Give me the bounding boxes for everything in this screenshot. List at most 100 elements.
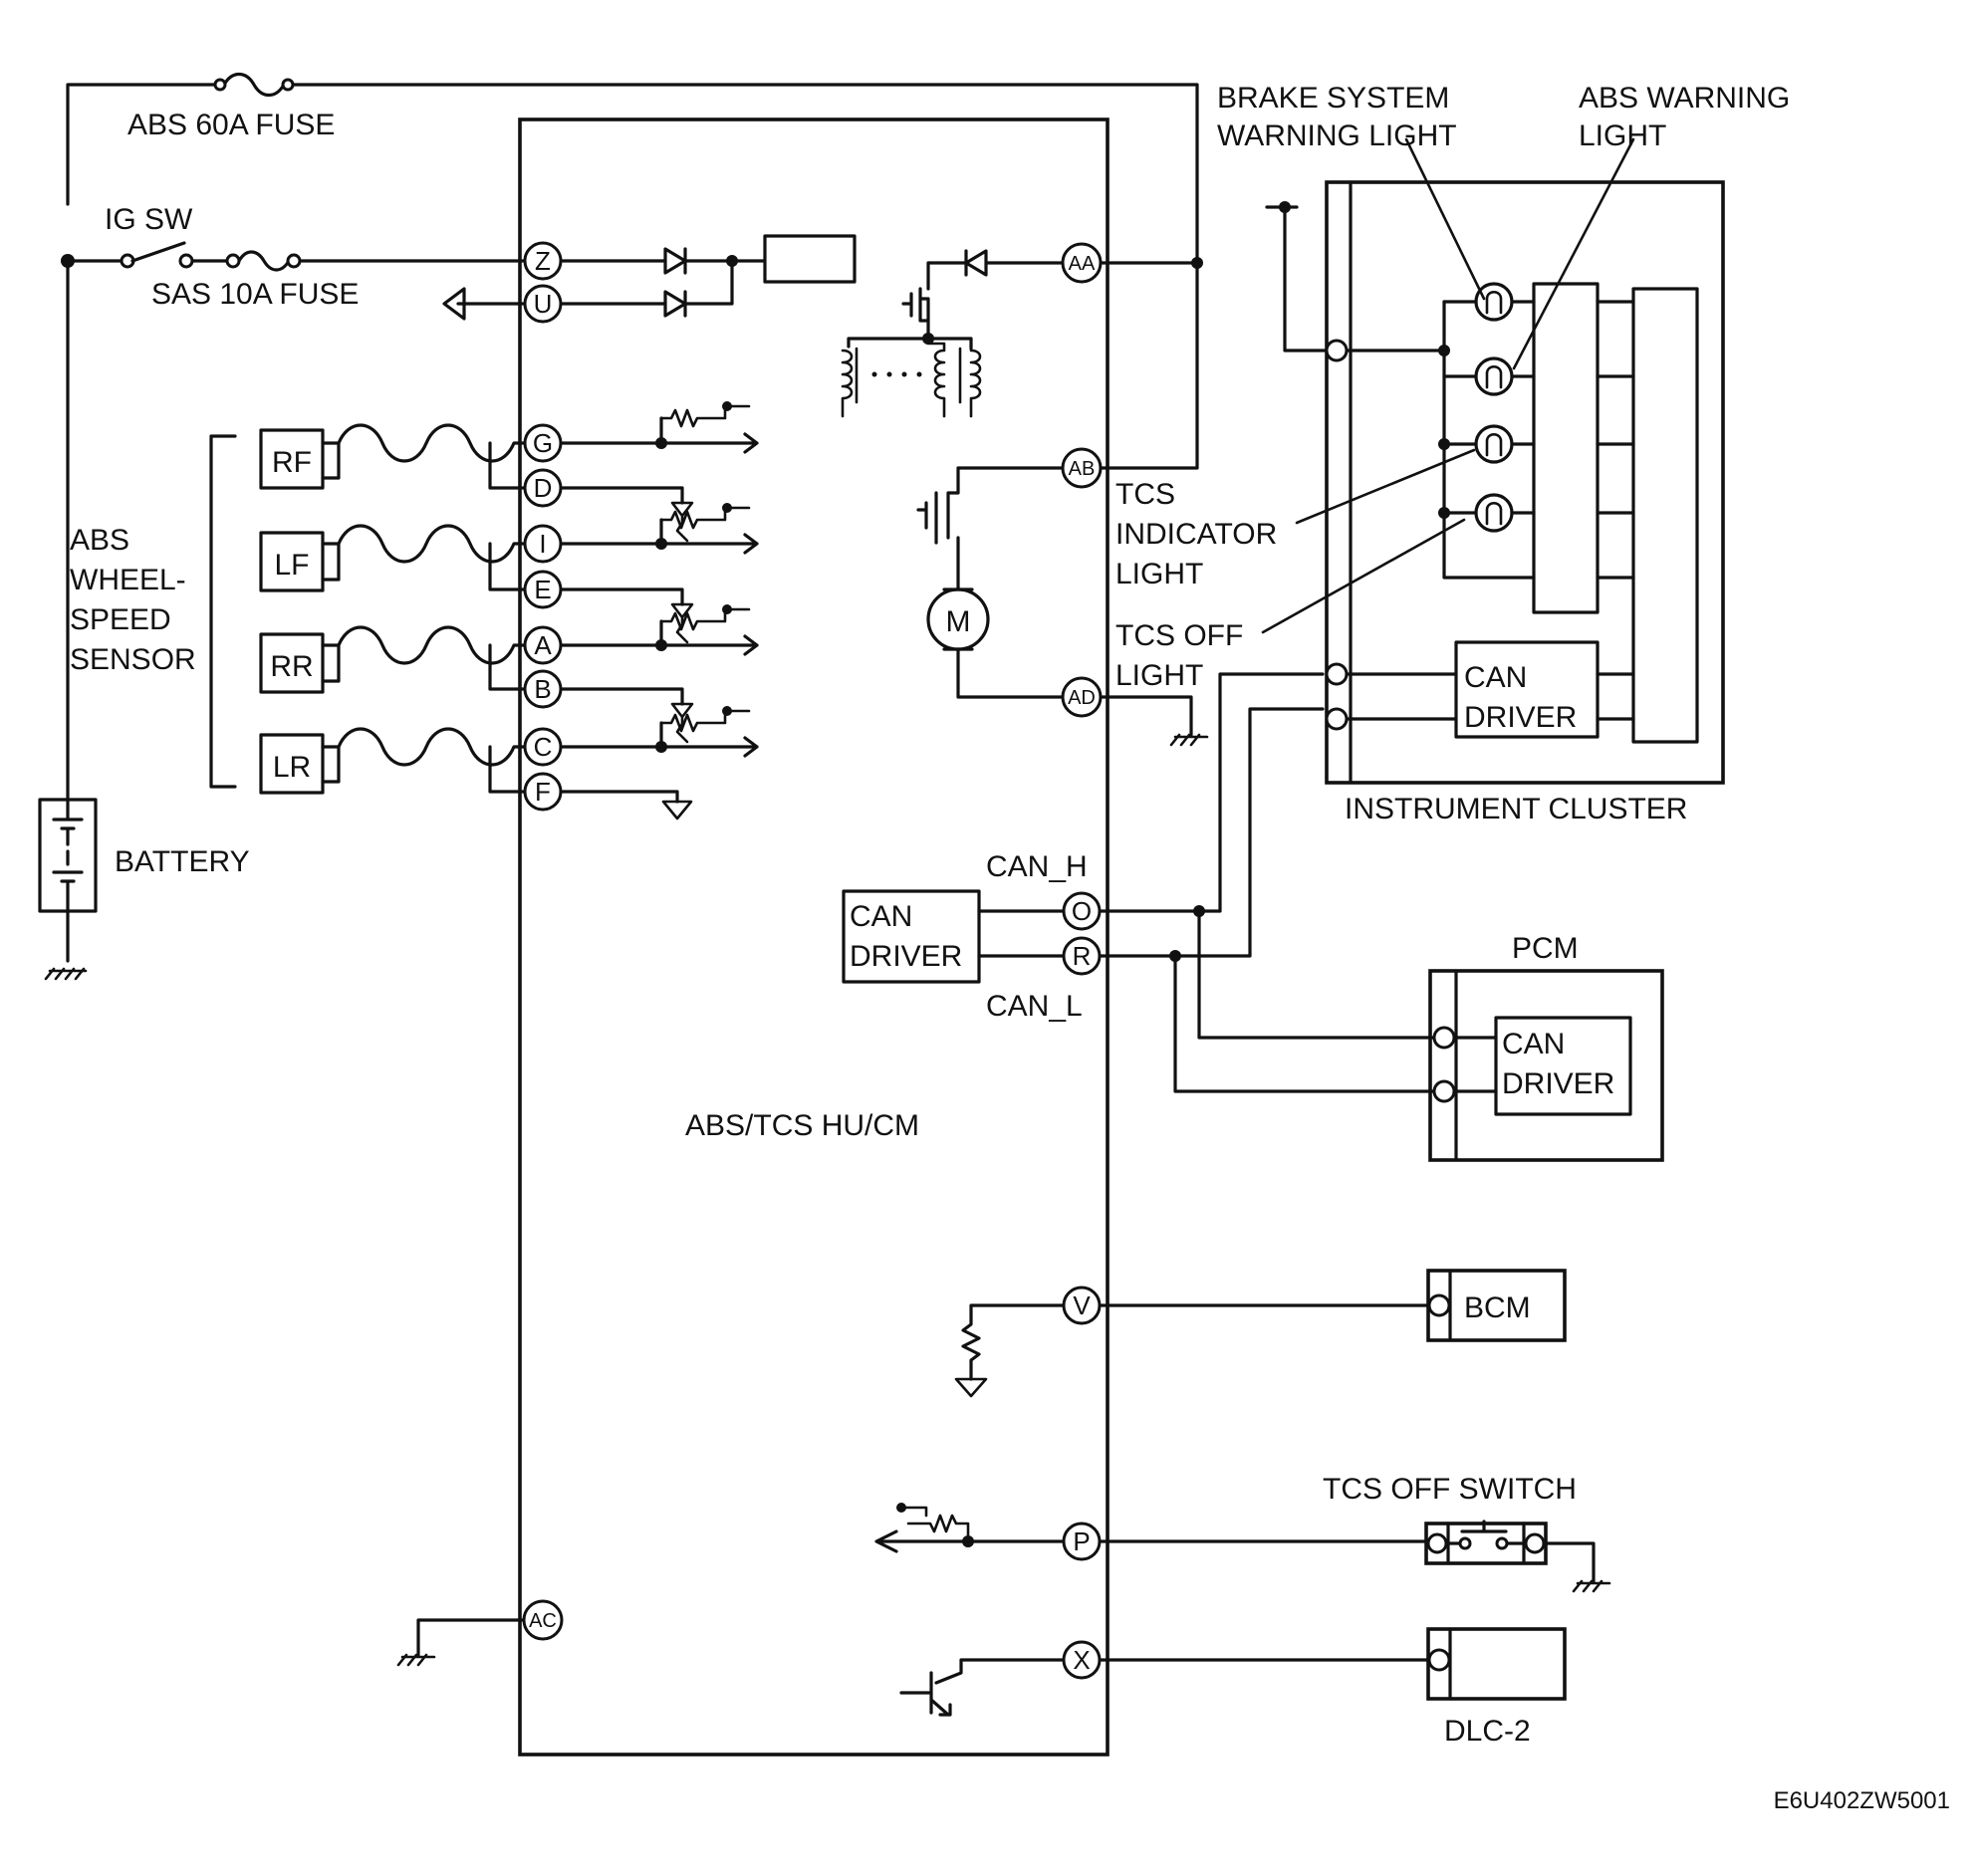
module-left-pin-circuits — [396, 1303, 1066, 1717]
abs-60a-fuse-symbol — [222, 72, 286, 98]
abs-warning-light-label: ABS WARNING LIGHT — [1579, 82, 1799, 152]
svg-text:B: B — [534, 674, 551, 704]
sensor-group-bracket — [209, 434, 237, 789]
pin-b: B — [523, 669, 563, 709]
brake-system-warning-light-label: BRAKE SYSTEM WARNING LIGHT — [1217, 82, 1458, 152]
svg-text:LR: LR — [273, 751, 311, 784]
svg-text:V: V — [1073, 1290, 1091, 1320]
svg-text:R: R — [1073, 941, 1092, 971]
svg-text:O: O — [1072, 896, 1092, 926]
tcs-indicator-light-label: TCS INDICATOR LIGHT — [1115, 478, 1286, 590]
module-relay-block — [763, 234, 857, 284]
brake-system-warning-bulb — [1442, 282, 1536, 322]
svg-text:P: P — [1073, 1526, 1090, 1556]
svg-text:A: A — [534, 630, 552, 660]
svg-text:U: U — [534, 289, 553, 319]
svg-text:AA: AA — [1069, 253, 1096, 275]
abs-warning-bulb — [1442, 356, 1536, 396]
pin-p: P — [1062, 1522, 1102, 1561]
svg-text:AC: AC — [529, 1610, 557, 1632]
pin-x: X — [1062, 1640, 1102, 1680]
module-pins: Z U G D I E A B C F AC AA AB AD O R V P … — [522, 241, 1103, 1680]
can-h-label: CAN_H — [986, 850, 1088, 883]
cluster-can-driver-label: CAN DRIVER — [1464, 661, 1577, 734]
tcs-off-switch-label: TCS OFF SWITCH — [1323, 1473, 1577, 1506]
battery-symbol — [38, 798, 98, 981]
sensor-lf: LF — [259, 524, 527, 592]
pin-aa: AA — [1061, 242, 1103, 284]
pin-f: F — [523, 772, 563, 812]
instrument-cluster-label: INSTRUMENT CLUSTER — [1345, 793, 1687, 825]
module-relay-circuit — [841, 249, 1066, 418]
sas-10a-fuse-label: SAS 10A FUSE — [151, 278, 359, 311]
module-title: ABS/TCS HU/CM — [685, 1109, 919, 1142]
pin-a: A — [523, 625, 563, 665]
svg-text:LF: LF — [274, 549, 309, 582]
pin-e: E — [523, 570, 563, 609]
svg-text:G: G — [533, 428, 553, 458]
power-supply-circuit — [38, 72, 1199, 981]
pcm-label: PCM — [1512, 932, 1579, 965]
svg-text:AB: AB — [1069, 458, 1096, 480]
pin-u-output-arrow — [442, 287, 527, 321]
svg-text:E: E — [534, 575, 551, 604]
sas-10a-fuse-symbol — [237, 250, 291, 272]
svg-text:AD: AD — [1068, 687, 1096, 709]
right-side-wiring — [1098, 257, 1436, 1662]
sensor-rf: RF — [259, 423, 527, 490]
module-can-driver — [842, 889, 981, 984]
pcm-can-driver — [1494, 1016, 1632, 1116]
svg-text:RF: RF — [272, 446, 312, 479]
tcs-off-switch — [1424, 1520, 1611, 1593]
sensor-input-circuits — [558, 401, 759, 821]
svg-text:C: C — [534, 732, 553, 762]
abs-wheel-speed-sensor-label: ABS WHEEL- SPEED SENSOR — [70, 524, 196, 676]
pin-u: U — [523, 284, 563, 324]
pump-motor-circuit: M — [916, 466, 1066, 699]
pin-ac: AC — [522, 1599, 564, 1641]
svg-text:X: X — [1073, 1645, 1090, 1675]
pin-z: Z — [523, 241, 563, 281]
figure-code: E6U402ZW5001 — [1774, 1787, 1950, 1814]
tcs-indicator-bulb — [1442, 424, 1536, 464]
abs-60a-fuse-label: ABS 60A FUSE — [127, 109, 335, 141]
module-power-input-circuit — [558, 234, 857, 318]
pin-v: V — [1062, 1286, 1102, 1325]
tcs-off-bulb — [1442, 493, 1536, 533]
pin-o: O — [1062, 891, 1102, 931]
motor-label: M — [946, 605, 971, 638]
cluster-can-driver — [1454, 640, 1600, 739]
abs-tcs-module-outline — [518, 117, 1110, 1757]
dlc-2 — [1426, 1627, 1567, 1701]
bcm-label: BCM — [1464, 1291, 1531, 1324]
pin-g: G — [523, 423, 563, 463]
bcm — [1426, 1269, 1567, 1342]
module-can-driver-label: CAN DRIVER — [850, 900, 962, 973]
svg-text:I: I — [539, 529, 546, 559]
can-l-label: CAN_L — [986, 990, 1083, 1023]
svg-text:Z: Z — [535, 246, 551, 276]
pin-c: C — [523, 727, 563, 767]
pcm — [1428, 969, 1664, 1162]
battery-label: BATTERY — [115, 845, 250, 878]
instrument-cluster — [1265, 180, 1725, 785]
pin-ab: AB — [1061, 447, 1103, 489]
svg-text:RR: RR — [270, 650, 313, 683]
sensor-lr: LR — [259, 727, 527, 795]
svg-text:D: D — [534, 473, 553, 503]
diagram-labels: ABS 60A FUSE IG SW SAS 10A FUSE ABS WHEE… — [70, 82, 1950, 1814]
pin-r: R — [1062, 936, 1102, 976]
pcm-can-driver-label: CAN DRIVER — [1502, 1028, 1614, 1100]
ig-sw-label: IG SW — [105, 203, 193, 236]
ig-switch-symbol — [130, 241, 186, 263]
pin-ad: AD — [1061, 676, 1103, 718]
svg-text:F: F — [535, 777, 551, 807]
sensor-rr: RR — [259, 625, 527, 694]
tcs-off-light-label: TCS OFF LIGHT — [1115, 619, 1252, 692]
wheel-speed-sensors: RF LF RR LR — [209, 423, 527, 795]
pin-i: I — [523, 524, 563, 564]
pin-d: D — [523, 468, 563, 508]
dlc2-label: DLC-2 — [1444, 1715, 1531, 1748]
callout-leader-lines — [1261, 137, 1635, 634]
